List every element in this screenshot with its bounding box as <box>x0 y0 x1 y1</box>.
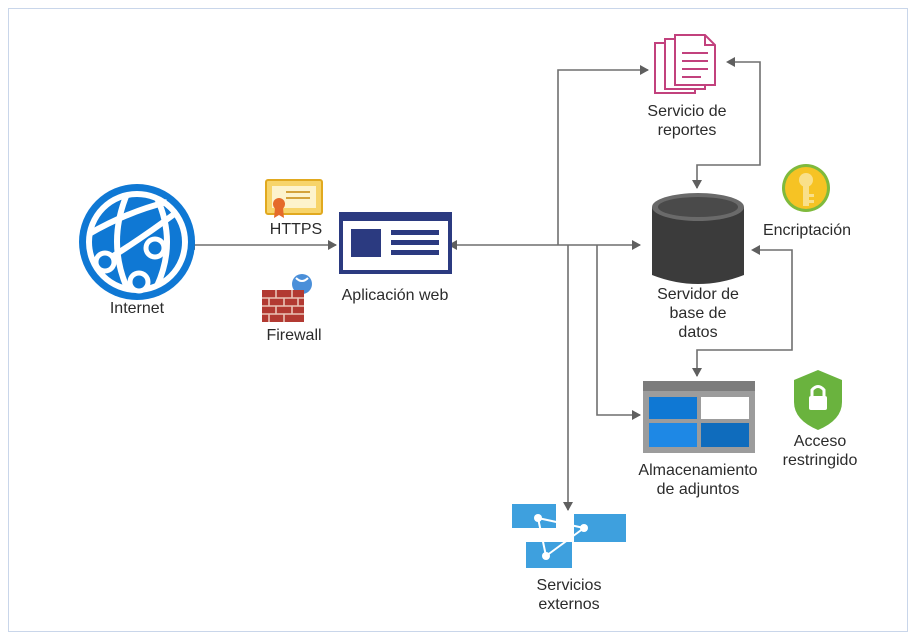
encryption-label: Encriptación <box>762 222 852 239</box>
database-cylinder-icon <box>652 193 744 284</box>
database-label: Servidor de base de datos <box>637 285 759 342</box>
globe-icon <box>79 184 195 300</box>
key-icon <box>782 164 830 212</box>
brick-wall-firewall-icon <box>262 274 312 322</box>
external-label-line-2: externos <box>538 596 600 613</box>
restricted-label: Acceso restringido <box>772 432 868 470</box>
shield-lock-icon <box>794 370 842 430</box>
reports-label-line-1: Servicio de <box>647 103 727 120</box>
storage-label-line-1: Almacenamiento <box>638 462 758 479</box>
reports-label-line-2: reportes <box>657 122 717 139</box>
external-label: Servicios externos <box>523 576 615 614</box>
reports-label: Servicio de reportes <box>632 102 742 140</box>
webapp-label: Aplicación web <box>341 287 449 304</box>
firewall-label: Firewall <box>266 327 322 344</box>
connectors <box>186 57 793 511</box>
web-app-window-icon <box>339 212 452 274</box>
database-label-line-3: datos <box>678 324 718 341</box>
network-services-icon <box>512 504 626 568</box>
restricted-label-line-2: restringido <box>782 452 858 469</box>
connector-hub-reports <box>557 65 649 245</box>
connector-hub-storage <box>596 245 641 420</box>
documents-stack-icon <box>654 34 716 94</box>
storage-label: Almacenamiento de adjuntos <box>618 461 778 499</box>
internet-label: Internet <box>109 300 165 317</box>
certificate-icon <box>265 179 323 218</box>
database-label-line-2: base de <box>669 305 727 322</box>
https-label: HTTPS <box>269 221 323 238</box>
connector-database-storage <box>692 245 793 377</box>
storage-blob-icon <box>643 381 755 453</box>
database-label-line-1: Servidor de <box>657 286 739 303</box>
connector-reports-database <box>692 57 761 189</box>
storage-label-line-2: de adjuntos <box>656 481 740 498</box>
restricted-label-line-1: Acceso <box>793 433 847 450</box>
external-label-line-1: Servicios <box>536 577 602 594</box>
